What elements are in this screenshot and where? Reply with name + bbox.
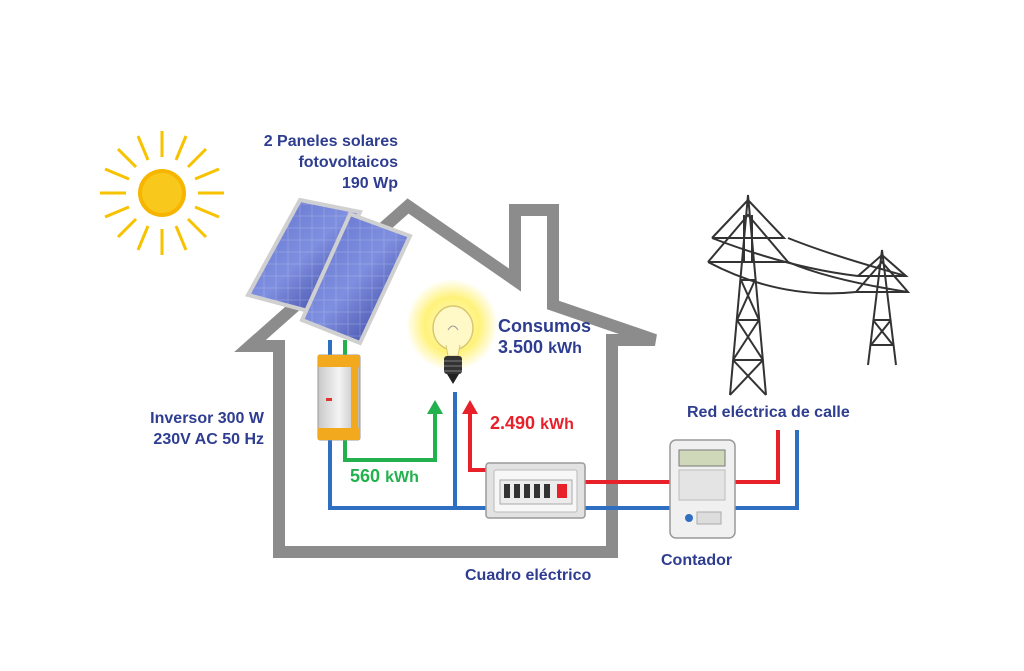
- light-bulb-icon: [406, 279, 498, 384]
- panels-line2: fotovoltaicos: [298, 154, 398, 171]
- solar-flow-unit: kWh: [385, 469, 419, 486]
- grid-flow-value: 2.490: [490, 413, 536, 433]
- inverter-line2: 230V AC 50 Hz: [153, 431, 264, 448]
- solar-flow-value: 560: [350, 466, 381, 486]
- consumption-title: Consumos: [498, 316, 592, 336]
- solar-panels-label: 2 Paneles solares fotovoltaicos 190 Wp: [200, 131, 398, 194]
- consumption-value: 3.500: [498, 337, 544, 357]
- grid-label: Red eléctrica de calle: [687, 404, 850, 421]
- meter-icon: [669, 439, 736, 539]
- consumption-unit: kWh: [548, 340, 582, 357]
- inverter-label: Inversor 300 W 230V AC 50 Hz: [110, 408, 264, 450]
- consumption-value-row: 3.500 kWh: [498, 337, 591, 359]
- sun-icon: [100, 131, 224, 255]
- grid-flow-label: 2.490 kWh: [490, 413, 574, 435]
- solar-panels-icon: [245, 197, 413, 346]
- solar-flow-line: [343, 340, 443, 462]
- consumption-label: Consumos 3.500 kWh: [498, 316, 591, 359]
- meter-label: Contador: [661, 552, 733, 569]
- inverter-icon: [317, 354, 361, 441]
- house-outline: [234, 198, 657, 558]
- panels-line1: 2 Paneles solares: [263, 133, 398, 150]
- inverter-line1: Inversor 300 W: [150, 410, 264, 427]
- electrical-panel-icon: [485, 462, 586, 519]
- power-tower-icon: [707, 194, 911, 396]
- panels-line3: 190 Wp: [341, 175, 398, 192]
- grid-flow-unit: kWh: [540, 416, 574, 433]
- panel-box-label: Cuadro eléctrico: [465, 567, 592, 584]
- solar-flow-label: 560 kWh: [350, 466, 419, 488]
